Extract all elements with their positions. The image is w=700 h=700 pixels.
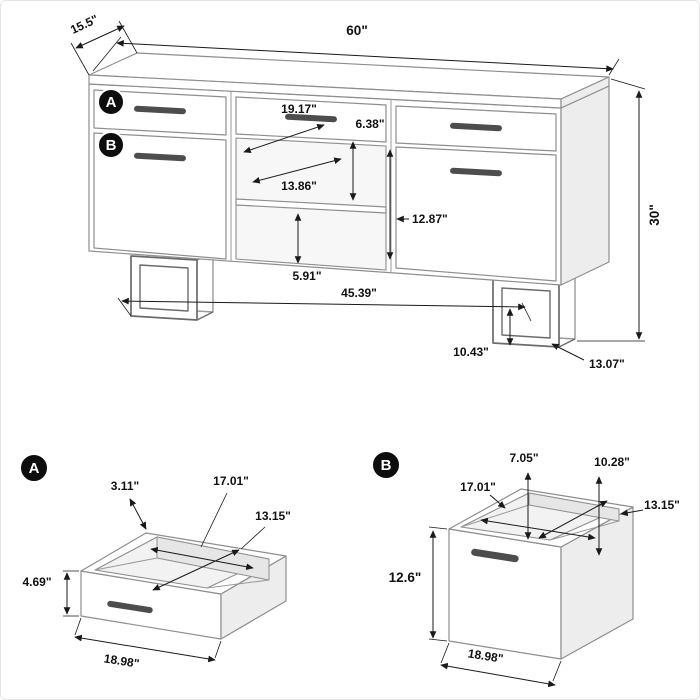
height-dimension-label: 30" [647,204,662,225]
leg-depth-leader [551,343,585,361]
leg-depth-label: 13.07" [589,357,625,371]
drawer-a-height-extension-lines [63,570,79,617]
drawer-a-inner-depth-arrow [152,549,240,591]
drawer-b-badge [371,450,401,480]
drawer-a-height-label: 4.69" [22,575,51,589]
left-drawer-handle [134,105,186,115]
drawer-b-front-panel [448,528,562,660]
cabinet-top-side-edge [560,76,610,109]
drawer-a-width-label: 18.98" [103,651,140,670]
height-extension-lines [577,78,646,342]
main-cabinet-view: A B 60" 15.5" 30" 19.17" 6.38" 13.86" 12… [68,12,662,371]
drawer-b-inner-width-leader [489,494,506,509]
drawer-b-width-label: 18.98" [467,646,504,665]
inner-width-label: 19.17" [281,102,317,116]
drawer-a-width-extension-lines [74,617,222,659]
left-door-handle [134,152,186,162]
drawer-b-back-height-label: 7.05" [509,451,538,465]
drawer-b-height-label: 12.6" [389,570,422,585]
drawer-b-inner-depth-leader [620,509,644,517]
drawer-a-handle [107,600,153,614]
drawer-a-width-arrow [74,634,216,663]
marker-b-label: B [106,137,117,154]
depth-dimension-label: 15.5" [68,12,100,37]
drawer-a-inner-width-label: 17.01" [213,474,249,488]
marker-a-badge [97,88,125,116]
drawer-b-handle [471,548,519,563]
left-leg-frame-inner [139,264,189,312]
drawer-a-rail-arrow [129,498,147,530]
leg-height-label: 10.43" [453,345,489,359]
marker-a-label: A [106,94,117,111]
drawer-a-badge [19,453,49,483]
width-dimension-label: 60" [346,23,367,38]
width-dimension-arrow [116,40,614,72]
marker-b-badge [97,131,125,159]
drawer-b-badge-label: B [381,457,392,474]
right-leg-frame-inner [501,287,551,339]
drawer-b-view: B 7.05" 10.28" 17.01" 13.15" 12.6" 18.98… [371,450,680,688]
drawer-a-inner-depth-leader [240,526,266,550]
right-drawer-handle [450,122,502,132]
drawer-a-view: A 3.11" 17.01" 13.15" 4.69" 18.98" [19,453,291,671]
upper-shelf-label: 6.38" [355,117,384,131]
right-inner-height-label: 12.87" [412,212,448,226]
drawer-a-inner-width-leader [200,492,228,548]
right-door [395,146,557,282]
inner-depth-label: 13.86" [281,179,317,193]
inner-depth-arrow [252,157,342,184]
left-door [93,132,227,260]
lower-shelf-label: 5.91" [292,269,321,283]
leg-span-arrow [121,297,526,311]
drawer-b-inner-depth-label: 13.15" [644,498,680,512]
drawer-a-badge-label: A [29,460,40,477]
drawer-a-rail-label: 3.11" [111,479,139,493]
middle-drawer-handle [285,113,337,123]
drawer-b-inner-height-label: 10.28" [594,455,630,469]
depth-dimension-arrow [75,25,125,49]
right-door-handle [450,167,502,177]
drawer-b-inner-width-label: 17.01" [460,480,496,494]
drawer-b-inner-depth-arrow [538,500,608,539]
inner-width-arrow [243,123,325,154]
drawer-b-width-arrow [440,662,556,688]
drawer-b-height-extension-lines [428,526,448,642]
leg-span-label: 45.39" [341,286,377,300]
middle-shelf [235,198,387,214]
drawer-a-inner-depth-label: 13.15" [255,509,291,523]
cabinet-right-side-panel [560,85,610,286]
